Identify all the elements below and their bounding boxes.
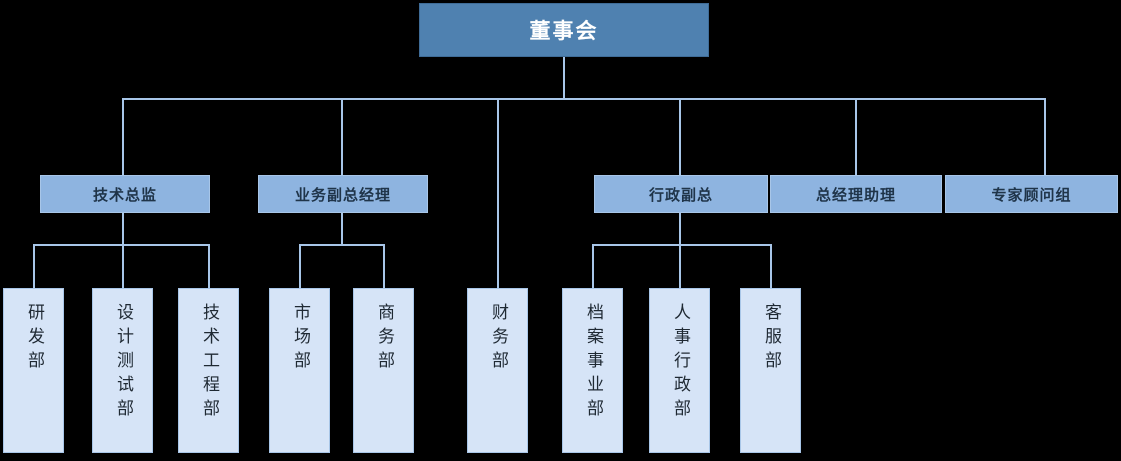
connector-vp-admin-stem xyxy=(679,212,681,245)
node-design-qa[interactable]: 设计测试部 xyxy=(92,288,153,453)
connector-vp-biz-stem xyxy=(341,212,343,245)
connector-drop-tech-eng xyxy=(208,244,210,288)
node-finance-label: 财务部 xyxy=(488,303,508,375)
node-board-label: 董事会 xyxy=(529,19,599,43)
node-commerce-label: 商务部 xyxy=(374,303,394,375)
node-tech-eng[interactable]: 技术工程部 xyxy=(178,288,239,453)
connector-level2-bus xyxy=(122,98,1046,100)
connector-drop-vp-biz xyxy=(341,98,343,175)
connector-vp-admin-bus xyxy=(592,244,772,246)
node-vp-biz-label: 业务副总经理 xyxy=(294,185,391,204)
node-rnd[interactable]: 研发部 xyxy=(3,288,64,453)
connector-drop-design-qa xyxy=(122,244,124,288)
node-archive[interactable]: 档案事业部 xyxy=(562,288,623,453)
node-advisors-label: 专家顾问组 xyxy=(991,185,1072,204)
connector-board-stem xyxy=(563,57,565,100)
node-vp-biz[interactable]: 业务副总经理 xyxy=(258,175,428,213)
connector-drop-cto xyxy=(122,98,124,175)
node-cto-label: 技术总监 xyxy=(92,185,157,204)
connector-drop-marketing xyxy=(299,244,301,288)
node-finance[interactable]: 财务部 xyxy=(467,288,528,453)
connector-drop-advisors xyxy=(1044,98,1046,175)
node-vp-admin[interactable]: 行政副总 xyxy=(594,175,768,213)
node-marketing[interactable]: 市场部 xyxy=(269,288,330,453)
node-vp-admin-label: 行政副总 xyxy=(648,185,713,204)
node-marketing-label: 市场部 xyxy=(290,303,310,375)
node-commerce[interactable]: 商务部 xyxy=(353,288,414,453)
connector-cto-stem xyxy=(122,212,124,245)
node-tech-eng-label: 技术工程部 xyxy=(199,303,219,423)
node-cto[interactable]: 技术总监 xyxy=(40,175,210,213)
connector-drop-hr-admin xyxy=(679,244,681,288)
node-rnd-label: 研发部 xyxy=(24,303,44,375)
node-design-qa-label: 设计测试部 xyxy=(113,303,133,423)
connector-drop-vp-admin xyxy=(679,98,681,175)
connector-drop-commerce xyxy=(383,244,385,288)
connector-drop-gm-asst xyxy=(855,98,857,175)
node-hr-admin[interactable]: 人事行政部 xyxy=(649,288,710,453)
node-advisors[interactable]: 专家顾问组 xyxy=(945,175,1118,213)
connector-drop-rnd xyxy=(33,244,35,288)
node-board[interactable]: 董事会 xyxy=(419,3,709,57)
node-support[interactable]: 客服部 xyxy=(740,288,801,453)
node-gm-asst-label: 总经理助理 xyxy=(815,185,896,204)
node-archive-label: 档案事业部 xyxy=(583,303,603,423)
connector-drop-finance xyxy=(497,98,499,288)
connector-drop-archive xyxy=(592,244,594,288)
node-hr-admin-label: 人事行政部 xyxy=(670,303,690,423)
node-gm-asst[interactable]: 总经理助理 xyxy=(770,175,942,213)
node-support-label: 客服部 xyxy=(761,303,781,375)
connector-cto-bus xyxy=(33,244,210,246)
connector-vp-biz-bus xyxy=(299,244,385,246)
connector-drop-support xyxy=(770,244,772,288)
